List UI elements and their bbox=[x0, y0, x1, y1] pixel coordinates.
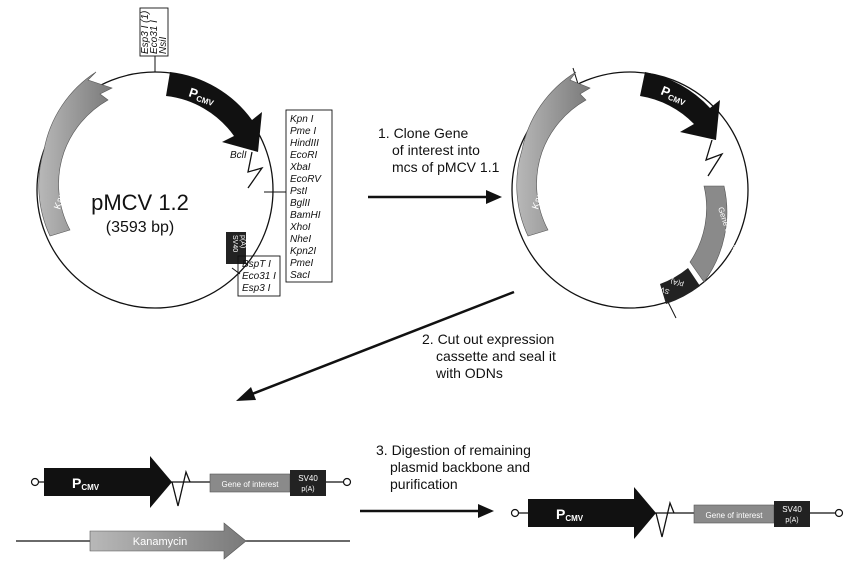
step-3-arrowhead bbox=[478, 504, 494, 518]
intron-zigzag-linear bbox=[171, 469, 191, 507]
top-sites-bracket bbox=[139, 7, 169, 57]
mcs-site: SacI bbox=[290, 270, 310, 281]
top-site-1: Esp3 I (1) bbox=[140, 11, 151, 54]
lower-site-2: Eco31 I bbox=[242, 271, 276, 282]
plasmid-name: pMCV 1.2 bbox=[91, 190, 189, 215]
cmv-promoter-arrow-2 bbox=[640, 72, 720, 140]
kanamycin-arrow bbox=[38, 71, 113, 237]
gene-of-interest-segment bbox=[689, 185, 728, 283]
plasmid-size: (3593 bp) bbox=[106, 219, 175, 236]
kanamycin-arrow-linear bbox=[89, 522, 247, 560]
plasmid-backbone-circle-2 bbox=[511, 71, 749, 309]
sv40-polya-segment bbox=[660, 268, 700, 304]
mcs-site: XhoI bbox=[289, 222, 311, 233]
odn-cap-left bbox=[30, 477, 40, 487]
mcs-site: XbaI bbox=[289, 162, 311, 173]
linear-backbone: Kanamycin bbox=[16, 522, 350, 560]
mcs-site: Kpn2I bbox=[290, 246, 316, 257]
sv40-polya-linear bbox=[290, 470, 326, 496]
step-3-line-1: 3. Digestion of remaining bbox=[376, 442, 531, 458]
kanamycin-arrow-2 bbox=[516, 71, 591, 237]
cmv-label-linear-2: PCMV bbox=[556, 506, 584, 523]
lower-site-1: BspT I bbox=[242, 259, 271, 270]
step-3-line-2: plasmid backbone and bbox=[390, 459, 530, 475]
kanamycin-label-linear: Kanamycin bbox=[133, 536, 187, 548]
step-2-line-3: with ODNs bbox=[435, 365, 503, 381]
lower-site-tick bbox=[231, 267, 241, 275]
cut-tick-top bbox=[572, 67, 579, 85]
odn-cap-right-2 bbox=[834, 508, 844, 518]
step-2: 2. Cut out expression cassette and seal … bbox=[236, 290, 556, 401]
intron-zigzag-2 bbox=[705, 139, 724, 177]
plasmid-map-with-gene: PCMV Gene of interest SV40 p(A) Kanamyci… bbox=[511, 67, 749, 319]
plasmid-map-pmcv: PCMV Kanamycin SV40 p(A) pMCV 1.2 (3593 … bbox=[36, 7, 333, 309]
mcs-site: BglII bbox=[290, 198, 310, 209]
mcs-site: Kpn I bbox=[290, 114, 314, 125]
step-2-arrowhead bbox=[236, 387, 256, 401]
step-1-line-1: 1. Clone Gene bbox=[378, 125, 468, 141]
mcs-site: NheI bbox=[290, 234, 311, 245]
cut-tick-bottom bbox=[667, 301, 677, 319]
mcs-site-list: Kpn I Pme I HindIII EcoRI XbaI EcoRV Pst… bbox=[289, 114, 322, 281]
odn-cap-right bbox=[342, 477, 352, 487]
step-1-arrowhead bbox=[486, 190, 502, 204]
odn-cap-left-2 bbox=[510, 508, 520, 518]
polya-label-2: p(A) bbox=[670, 277, 685, 288]
mcs-site: EcoRV bbox=[290, 174, 322, 185]
step-3-line-3: purification bbox=[390, 476, 458, 492]
step-2-line-2: cassette and seal it bbox=[436, 348, 556, 364]
mcs-site: HindIII bbox=[290, 138, 319, 149]
mcs-site: PmeI bbox=[290, 258, 314, 269]
top-site-2: Eco31 I bbox=[149, 20, 160, 54]
cmv-promoter-arrow bbox=[166, 72, 262, 152]
polya-label: p(A) bbox=[239, 235, 246, 248]
polya-label-linear: p(A) bbox=[301, 486, 314, 493]
mcs-site: EcoRI bbox=[290, 150, 317, 161]
mcs-site: Pme I bbox=[290, 126, 316, 137]
bcl-site: BclI bbox=[230, 150, 247, 161]
mcs-site: PstI bbox=[290, 186, 307, 197]
top-site-3: NsiI bbox=[158, 37, 169, 54]
cmv-label-linear: PCMV bbox=[72, 475, 100, 492]
step-1-line-2: of interest into bbox=[392, 142, 480, 158]
intron-zigzag bbox=[247, 151, 264, 189]
step-2-arrow-shaft bbox=[251, 290, 515, 396]
step-1: 1. Clone Gene of interest into mcs of pM… bbox=[368, 125, 502, 204]
polya-label-linear-2: p(A) bbox=[785, 517, 798, 524]
step-1-line-3: mcs of pMCV 1.1 bbox=[392, 159, 500, 175]
cmv-promoter-linear bbox=[44, 456, 172, 508]
cmv-promoter-linear-2 bbox=[528, 487, 656, 539]
mcs-bracket bbox=[285, 109, 333, 283]
intron-zigzag-linear-2 bbox=[655, 500, 675, 538]
linear-cassette-right: PCMV Gene of interest SV40 p(A) bbox=[510, 487, 844, 539]
step-3: 3. Digestion of remaining plasmid backbo… bbox=[360, 442, 531, 518]
lower-sites-bracket bbox=[237, 255, 281, 297]
sv40-polya-linear-2 bbox=[774, 501, 810, 527]
gene-label-linear: Gene of interest bbox=[222, 480, 280, 489]
sv40-label-linear: SV40 bbox=[298, 474, 318, 483]
lower-site-3: Esp3 I bbox=[242, 283, 271, 294]
mcs-site: BamHI bbox=[290, 210, 321, 221]
sv40-label-linear-2: SV40 bbox=[782, 505, 802, 514]
sv40-label: SV40 bbox=[231, 235, 238, 252]
step-2-line-1: 2. Cut out expression bbox=[422, 331, 554, 347]
gene-label-linear-2: Gene of interest bbox=[706, 511, 764, 520]
linear-cassette-left: PCMV Gene of interest SV40 p(A) bbox=[30, 456, 352, 508]
